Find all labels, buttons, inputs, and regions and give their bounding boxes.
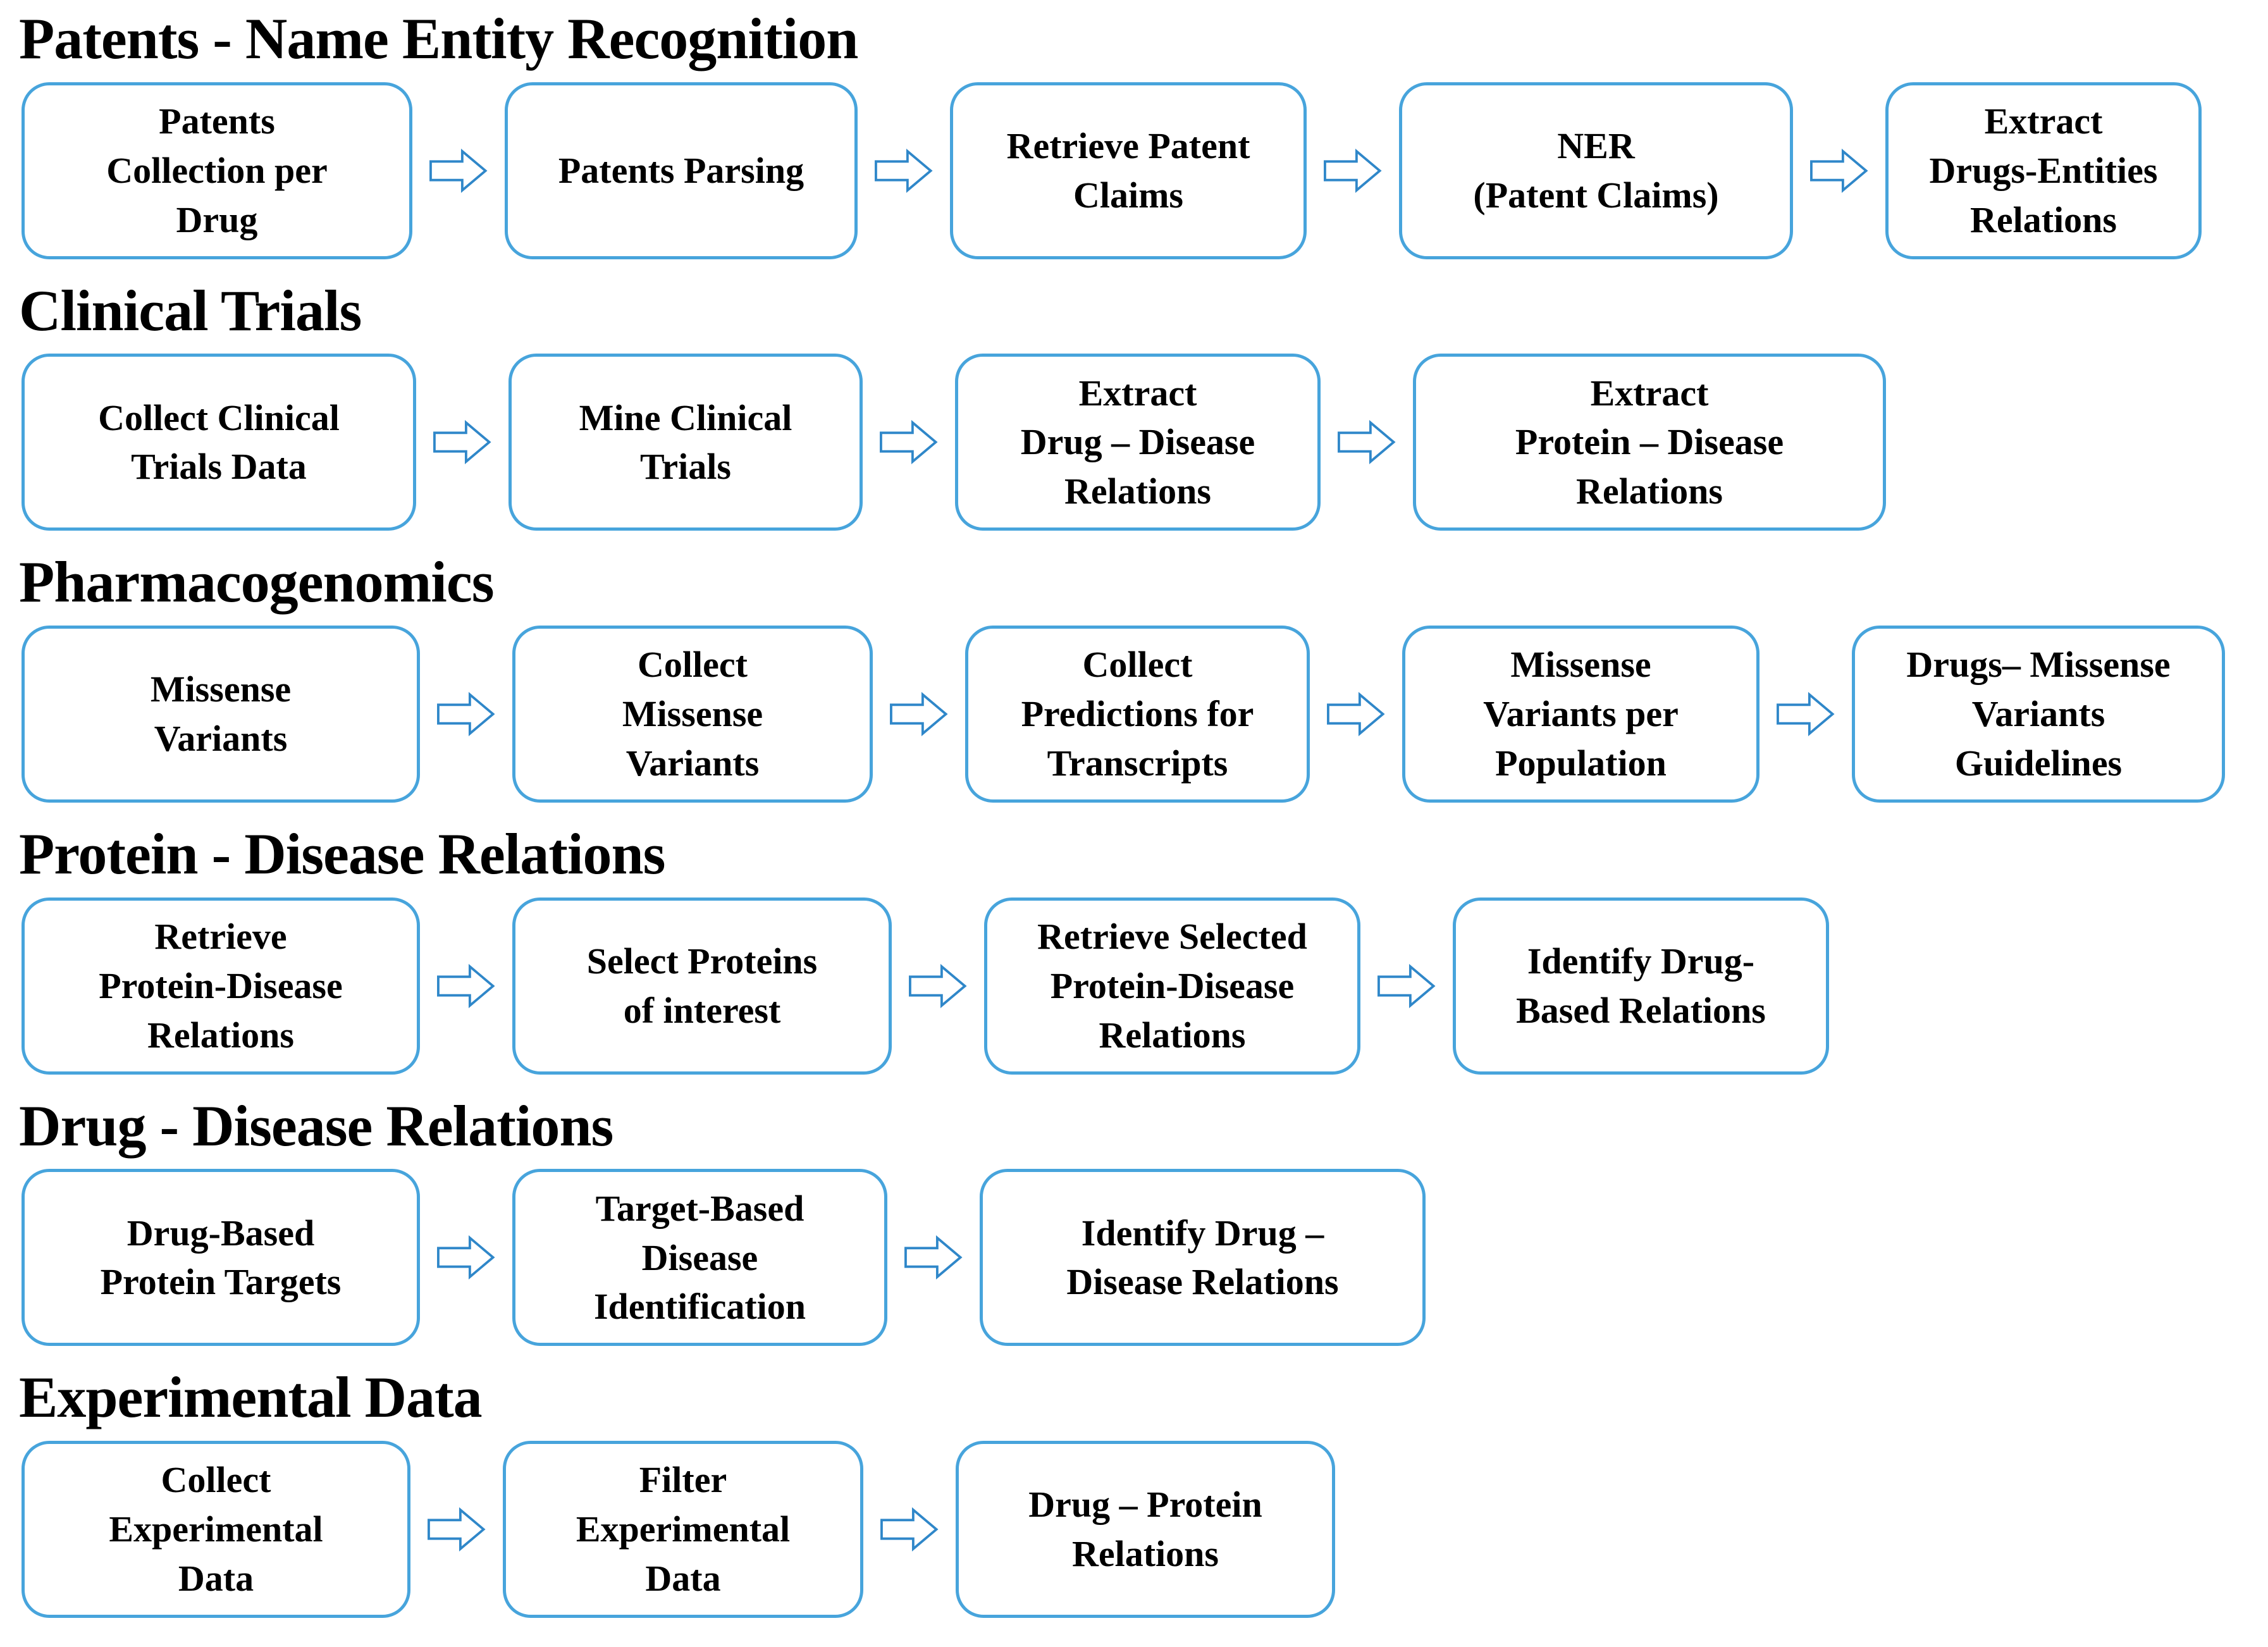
flow-step-label: NER (Patent Claims) [1473,125,1719,216]
arrow-right-icon [437,1235,495,1280]
flow-step-box: Retrieve Protein-Disease Relations [22,897,420,1075]
arrow-right-icon [428,1507,486,1551]
section-title: Protein - Disease Relations [19,822,665,887]
flow-step-label: Retrieve Selected Protein-Disease Relati… [1037,916,1307,1056]
flow-step-box: Patents Collection per Drug [22,82,412,259]
section-protein-disease-relations: Protein - Disease Relations Retrieve Pro… [19,824,2268,1075]
flow-step-box: Retrieve Patent Claims [950,82,1307,259]
flow-step-label: Extract Drugs-Entities Relations [1929,101,2158,240]
arrow-right-icon [429,148,488,193]
flow-step-label: Extract Drug – Disease Relations [1020,372,1255,512]
flow-step-label: Patents Collection per Drug [106,101,328,240]
flow-row: Collect Clinical Trials Data Mine Clinic… [22,354,2268,531]
flow-step-label: Missense Variants per Population [1483,644,1679,784]
flow-step-box: Select Proteins of interest [512,897,892,1075]
section-title: Pharmacogenomics [19,550,495,615]
flow-step-box: Identify Drug – Disease Relations [980,1169,1426,1347]
flow-step-box: Extract Drugs-Entities Relations [1885,82,2202,259]
flow-row: Patents Collection per Drug Patents Pars… [22,82,2268,259]
arrow-right-icon [437,692,495,736]
flow-step-box: Collect Missense Variants [512,626,873,803]
pipeline-flowchart: Patents - Name Entity Recognition Patent… [19,6,2268,1619]
arrow-right-icon [880,1507,939,1551]
arrow-right-icon [1810,148,1868,193]
flow-step-box: Extract Protein – Disease Relations [1413,354,1886,531]
flow-step-box: Identify Drug- Based Relations [1453,897,1829,1075]
arrow-right-icon [433,420,491,465]
flow-step-label: Filter Experimental Data [576,1459,791,1599]
section-title: Patents - Name Entity Recognition [19,6,858,71]
arrow-right-icon [1377,963,1436,1008]
flow-step-label: Select Proteins of interest [586,940,818,1031]
flow-step-label: Collect Experimental Data [109,1459,323,1599]
arrow-right-icon [909,963,967,1008]
flow-step-box: Target-Based Disease Identification [512,1169,887,1347]
section-pharmacogenomics: Pharmacogenomics Missense Variants Colle… [19,552,2268,803]
flow-step-label: Identify Drug – Disease Relations [1066,1212,1339,1303]
flow-step-box: Retrieve Selected Protein-Disease Relati… [984,897,1360,1075]
arrow-right-icon [1338,420,1396,465]
flow-row: Drug-Based Protein Targets Target-Based … [22,1169,2268,1347]
arrow-right-icon [1777,692,1835,736]
flow-step-label: Drugs– Missense Variants Guidelines [1906,644,2171,784]
flow-row: Retrieve Protein-Disease Relations Selec… [22,897,2268,1075]
flow-step-box: NER (Patent Claims) [1399,82,1793,259]
flow-step-box: Extract Drug – Disease Relations [955,354,1321,531]
flow-row: Missense Variants Collect Missense Varia… [22,626,2268,803]
arrow-right-icon [880,420,938,465]
section-drug-disease-relations: Drug - Disease Relations Drug-Based Prot… [19,1093,2268,1347]
flow-step-label: Retrieve Patent Claims [1006,125,1250,216]
flow-step-label: Retrieve Protein-Disease Relations [99,916,343,1056]
flow-step-box: Collect Clinical Trials Data [22,354,416,531]
section-experimental-data: Experimental Data Collect Experimental D… [19,1365,2268,1619]
flow-step-label: Patents Parsing [558,149,804,191]
flow-step-box: Missense Variants [22,626,420,803]
flow-step-label: Drug-Based Protein Targets [100,1212,342,1303]
flow-step-label: Missense Variants [150,669,292,760]
flow-step-label: Mine Clinical Trials [579,397,792,488]
flow-step-box: Drug – Protein Relations [956,1441,1335,1619]
flow-row: Collect Experimental Data Filter Experim… [22,1441,2268,1619]
section-patents-ner: Patents - Name Entity Recognition Patent… [19,6,2268,259]
flow-step-label: Drug – Protein Relations [1028,1484,1262,1575]
flow-step-label: Collect Clinical Trials Data [98,397,340,488]
flow-step-label: Target-Based Disease Identification [593,1187,806,1328]
flow-step-label: Collect Predictions for Transcripts [1021,644,1254,784]
arrow-right-icon [1327,692,1385,736]
section-clinical-trials: Clinical Trials Collect Clinical Trials … [19,278,2268,531]
arrow-right-icon [1324,148,1382,193]
flow-step-box: Drugs– Missense Variants Guidelines [1852,626,2225,803]
flow-step-label: Extract Protein – Disease Relations [1515,372,1784,512]
arrow-right-icon [890,692,948,736]
arrow-right-icon [875,148,933,193]
section-title: Clinical Trials [19,278,362,343]
flow-step-box: Collect Predictions for Transcripts [965,626,1310,803]
flow-step-box: Filter Experimental Data [503,1441,863,1619]
flow-step-box: Patents Parsing [505,82,858,259]
arrow-right-icon [437,963,495,1008]
flow-step-box: Drug-Based Protein Targets [22,1169,420,1347]
flow-step-box: Collect Experimental Data [22,1441,410,1619]
flow-step-box: Mine Clinical Trials [508,354,863,531]
flow-step-box: Missense Variants per Population [1402,626,1760,803]
section-title: Experimental Data [19,1365,483,1430]
flow-step-label: Identify Drug- Based Relations [1516,940,1766,1031]
arrow-right-icon [904,1235,963,1280]
flow-step-label: Collect Missense Variants [622,644,763,784]
section-title: Drug - Disease Relations [19,1093,613,1158]
